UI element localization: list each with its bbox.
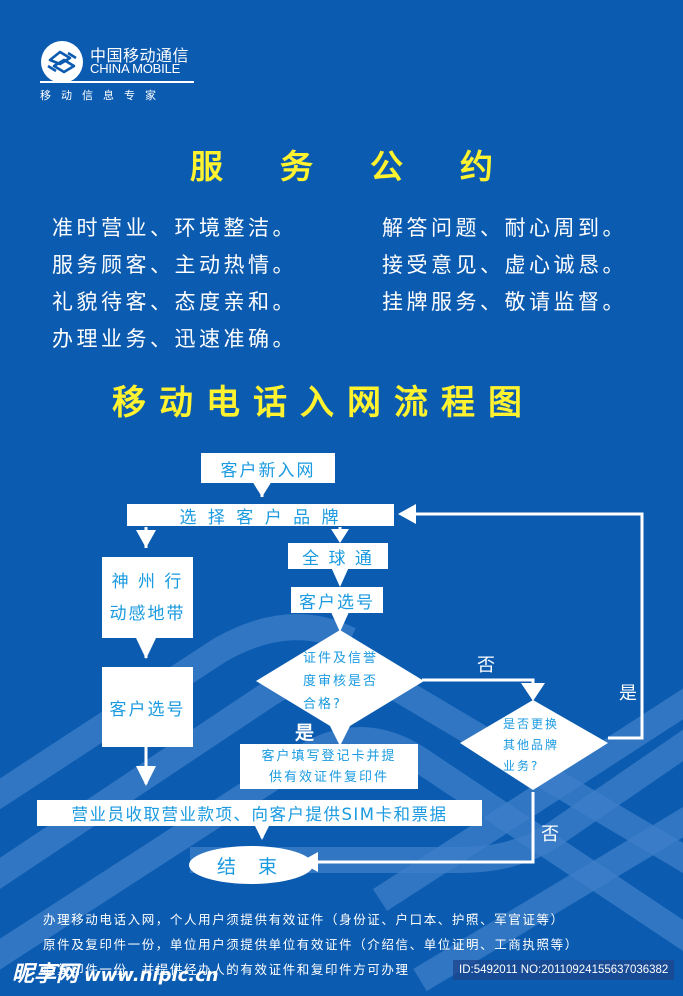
- brand-name-chinese: 中国移动通信: [90, 46, 190, 65]
- label-change-no: 否: [541, 824, 559, 845]
- node-szx-mzone: 神 州 行 动感地带: [102, 557, 193, 638]
- pledge-item: 接受意见、虚心诚恳。: [382, 253, 627, 277]
- label-credit-yes: 是: [295, 722, 315, 744]
- node-fill-form-line2: 供有效证件复印件: [268, 769, 389, 785]
- pledge-item: 礼貌待客、态度亲和。: [52, 290, 297, 314]
- china-mobile-logo-icon: [41, 41, 83, 83]
- image-id-badge: ID:5492011 NO:20110924155637036382: [453, 960, 675, 980]
- diamond-credit-line2: 度审核是否: [303, 674, 379, 689]
- pledge-right-column: 解答问题、耐心周到。 接受意见、虚心诚恳。 挂牌服务、敬请监督。: [382, 210, 627, 321]
- pledge-left-column: 准时营业、环境整洁。 服务顾客、主动热情。 礼貌待客、态度亲和。 办理业务、迅速…: [52, 210, 297, 358]
- node-gotone: 全 球 通: [288, 543, 388, 569]
- diamond-credit-line1: 证件及信誉: [303, 651, 379, 666]
- diamond-credit-check: 证件及信誉 度审核是否 合格?: [303, 647, 378, 716]
- notes-line1: 办理移动电话入网，个人用户须提供有效证件（身份证、户口本、护照、军官证等）: [43, 912, 565, 927]
- brand-slogan: 移动信息专家: [40, 89, 166, 102]
- watermark-brand: 昵享网: [12, 962, 79, 987]
- pledge-item: 准时营业、环境整洁。: [52, 216, 297, 240]
- diamond-change-line2: 其他品牌: [503, 738, 560, 752]
- diamond-change-line3: 业务?: [503, 759, 540, 773]
- label-change-yes: 是: [619, 683, 637, 704]
- node-szx-line1: 神 州 行: [111, 571, 184, 592]
- node-collect-payment: 营业员收取营业款项、向客户提供SIM卡和票据: [37, 800, 482, 826]
- logo-divider: [40, 81, 194, 83]
- node-end: 结 束: [216, 855, 286, 878]
- node-fill-form-line1: 客户填写登记卡并提: [261, 748, 397, 764]
- watermark-url: www.nipic.cn: [84, 965, 219, 986]
- brand-name-english: CHINA MOBILE: [90, 61, 181, 76]
- diamond-credit-line3: 合格?: [303, 697, 342, 712]
- service-pledge-title: 服务公约: [190, 147, 550, 186]
- diamond-change-brand: 是否更换 其他品牌 业务?: [503, 714, 559, 777]
- node-gotone-select-number: 客户选号: [291, 587, 383, 613]
- flowchart-title: 移动电话入网流程图: [112, 383, 535, 423]
- node-start: 客户新入网: [201, 453, 335, 483]
- node-fill-form: 客户填写登记卡并提 供有效证件复印件: [240, 744, 418, 789]
- pledge-item: 解答问题、耐心周到。: [382, 216, 627, 240]
- notes-line3: 原复印件一份，并提供经办人的有效证件和复印件方可办理: [43, 962, 410, 977]
- label-credit-no: 否: [477, 655, 495, 676]
- requirements-notes: 办理移动电话入网，个人用户须提供有效证件（身份证、户口本、护照、军官证等） 原件…: [43, 907, 579, 982]
- pledge-item: 服务顾客、主动热情。: [52, 253, 297, 277]
- pledge-item: 挂牌服务、敬请监督。: [382, 290, 627, 314]
- pledge-item: 办理业务、迅速准确。: [52, 327, 297, 351]
- notes-line2: 原件及复印件一份，单位用户须提供单位有效证件（介绍信、单位证明、工商执照等）: [43, 937, 579, 952]
- node-szx-line2: 动感地带: [109, 603, 186, 624]
- node-choose-brand: 选 择 客 户 品 牌: [127, 504, 394, 528]
- diamond-change-line1: 是否更换: [503, 717, 560, 731]
- node-szx-select-number: 客户选号: [102, 667, 193, 747]
